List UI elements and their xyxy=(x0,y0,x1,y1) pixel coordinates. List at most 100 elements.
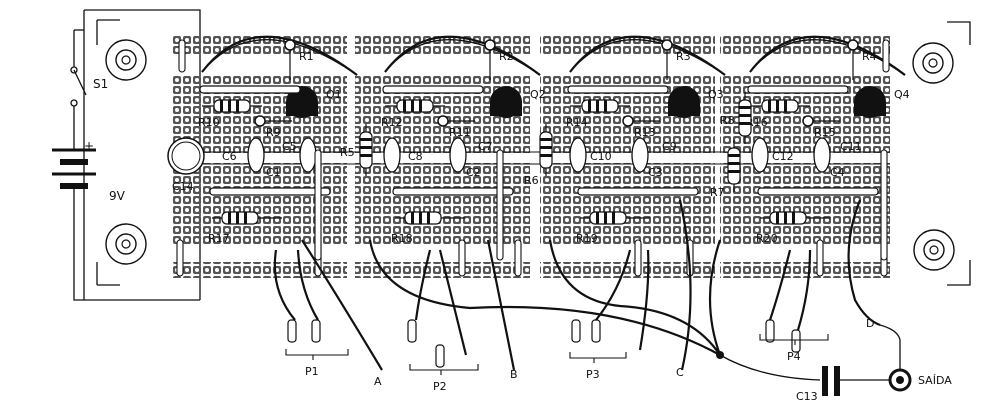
flying-wire-15 xyxy=(847,199,881,327)
pot-lead-4 xyxy=(435,344,445,368)
transistor-label-q1: Q1 xyxy=(326,88,342,101)
resistor-label-r1: R1 xyxy=(299,50,314,63)
resistor-r20: R20 xyxy=(756,211,830,245)
resistor-r5: R5 xyxy=(340,124,373,176)
transistor-q4: Q4 xyxy=(854,86,910,118)
transistor-q1: Q1 xyxy=(286,86,342,118)
resistor-r8: R8 xyxy=(720,92,752,144)
resistor-dot-r9 xyxy=(254,115,292,127)
resistor-label-r12: R12 xyxy=(381,116,403,129)
resistor-label-r19: R19 xyxy=(576,232,598,245)
point-label-c: C xyxy=(676,366,684,379)
resistor-r17: R17 xyxy=(208,211,282,245)
mount-hole-top-right xyxy=(912,42,954,84)
capacitor-label-c12: C12 xyxy=(772,150,794,163)
battery-plus-label: + xyxy=(84,139,94,153)
c13-label: C13 xyxy=(796,390,818,403)
pot-lead-3 xyxy=(407,319,417,343)
resistor-label-r17: R17 xyxy=(208,232,230,245)
switch-lever xyxy=(73,69,87,96)
capacitor-label-c5: C5 xyxy=(282,140,297,153)
pot-label-p2: P2 xyxy=(433,380,447,393)
pot-label-p3: P3 xyxy=(586,368,600,381)
flying-wire-8 xyxy=(548,239,721,356)
battery-symbol xyxy=(52,148,96,189)
capacitor-c10: C10 xyxy=(569,137,612,173)
resistor-label-r8: R8 xyxy=(720,114,735,127)
pot-p4: P4 xyxy=(759,334,829,363)
capacitor-c9: C9 xyxy=(631,137,677,173)
resistor-r7: R7 xyxy=(710,140,741,199)
capacitor-c8: C8 xyxy=(383,137,423,173)
capacitor-label-c4: C4 xyxy=(830,166,845,179)
resistor-label-r7: R7 xyxy=(710,186,725,199)
right-mount-bracket xyxy=(912,21,971,286)
resistor-dot-r15 xyxy=(802,115,840,127)
resistor-dot-r11 xyxy=(437,115,475,127)
pot-lead-7 xyxy=(765,319,775,343)
output-junction xyxy=(716,351,724,359)
flying-wire-3 xyxy=(301,239,383,371)
resistor-label-r13: R13 xyxy=(634,126,656,139)
flying-wire-1 xyxy=(273,249,296,321)
flying-wire-5 xyxy=(414,249,432,321)
flying-wire-13 xyxy=(768,249,792,321)
pot-lead-1 xyxy=(287,319,297,343)
pot-label-p1: P1 xyxy=(305,365,319,378)
pot-lead-6 xyxy=(591,319,601,343)
board-rail-lines xyxy=(172,151,890,165)
resistor-label-r4: R4 xyxy=(862,50,877,63)
capacitor-label-c1: C1 xyxy=(266,166,281,179)
transistor-label-q4: Q4 xyxy=(894,88,910,101)
mount-hole-top-left xyxy=(105,39,147,81)
resistor-body-r14 xyxy=(570,99,630,113)
transistor-q2: Q2 xyxy=(490,86,546,118)
pot-label-p4: P4 xyxy=(787,350,801,363)
resistor-r4: R4 xyxy=(847,39,877,80)
capacitor-label-c6: C6 xyxy=(222,150,237,163)
resistor-label-r14: R14 xyxy=(566,116,588,129)
resistor-r19: R19 xyxy=(576,211,650,245)
flying-wire-6 xyxy=(438,249,468,356)
resistor-r6: R6 xyxy=(524,124,553,187)
capacitor-c11: C11 xyxy=(813,137,862,173)
c13-plate-right xyxy=(834,366,840,396)
pot-lead-2 xyxy=(311,319,321,343)
capacitor-label-c3: C3 xyxy=(648,166,663,179)
flying-wire-11 xyxy=(678,199,692,371)
resistor-label-r15: R15 xyxy=(814,126,836,139)
capacitor-c14: C14 xyxy=(167,137,205,193)
point-label-b: B xyxy=(510,368,518,381)
pot-p1: P1 xyxy=(285,349,349,378)
mount-hole-bottom-right xyxy=(913,229,955,271)
battery-switch-circuit: S1 + 9V xyxy=(52,29,126,301)
capacitor-label-c2: C2 xyxy=(466,166,481,179)
transistor-label-q3: Q3 xyxy=(708,88,724,101)
transistor-q3: Q3 xyxy=(668,86,724,118)
battery-voltage-label: 9V xyxy=(109,189,126,203)
pot-lead-8 xyxy=(791,329,801,353)
resistor-body-r16 xyxy=(750,99,810,113)
resistor-r2: R2 xyxy=(484,39,514,80)
capacitor-label-c8: C8 xyxy=(408,150,423,163)
resistor-label-r3: R3 xyxy=(676,50,691,63)
flying-wire-9 xyxy=(595,249,632,321)
resistor-label-r5: R5 xyxy=(340,146,355,159)
resistor-label-r11: R11 xyxy=(449,126,471,139)
flying-wire-2 xyxy=(296,249,319,321)
flying-wire-12 xyxy=(708,239,722,356)
point-label-a: A xyxy=(374,375,382,388)
capacitor-c6: C6 xyxy=(222,137,265,173)
resistor-body-r10 xyxy=(202,99,262,113)
flying-wire-14 xyxy=(796,249,812,331)
switch-label: S1 xyxy=(93,77,108,91)
resistor-r18: R18 xyxy=(391,211,465,245)
pot-p3: P3 xyxy=(569,352,627,381)
capacitor-c12: C12 xyxy=(751,137,794,173)
c14-label: C14 xyxy=(172,180,194,193)
resistor-r1: R1 xyxy=(284,39,314,80)
resistor-label-r10: R10 xyxy=(198,116,220,129)
